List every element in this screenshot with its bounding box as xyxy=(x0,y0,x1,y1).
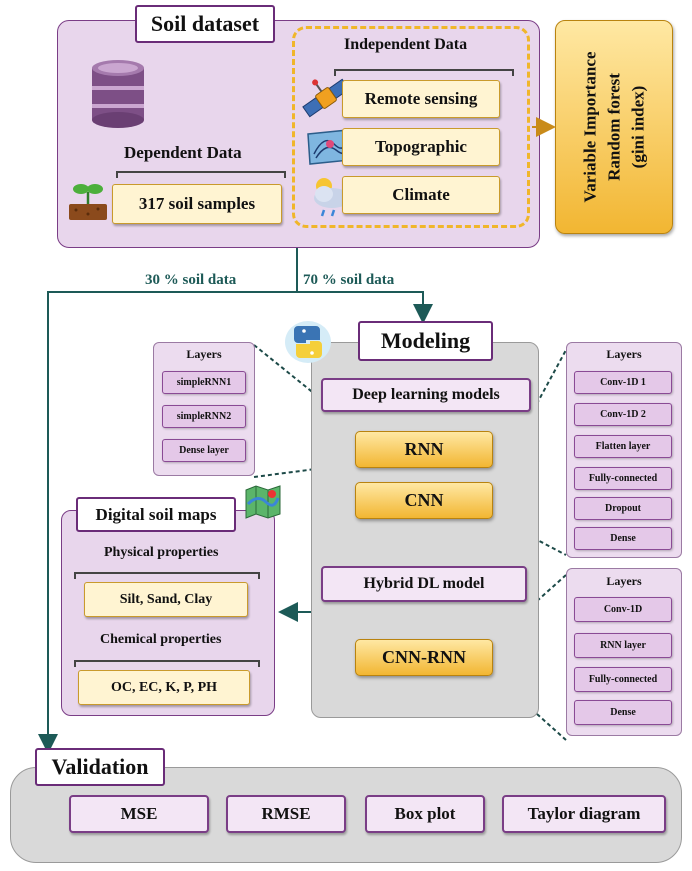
cnn-layer-item: Dropout xyxy=(574,497,672,520)
hybrid-layer-item: RNN layer xyxy=(574,633,672,658)
hybrid-layer-item: Fully-connected xyxy=(574,667,672,692)
cnn-layer-item: Conv-1D 1 xyxy=(574,371,672,394)
cnn-layer-item: Dense xyxy=(574,527,672,550)
validation-title: Validation xyxy=(35,748,165,786)
rnn-box: RNN xyxy=(355,431,493,468)
soil-dataset-title: Soil dataset xyxy=(135,5,275,43)
chemical-values-box: OC, EC, K, P, PH xyxy=(78,670,250,705)
soil-samples-box: 317 soil samples xyxy=(112,184,282,224)
split-label-30: 30 % soil data xyxy=(145,272,237,288)
validation-mse-box: MSE xyxy=(69,795,209,833)
dependent-data-label: Dependent Data xyxy=(124,143,242,162)
dependent-bracket xyxy=(116,171,286,178)
validation-taylor-box: Taylor diagram xyxy=(502,795,666,833)
independent-data-label: Independent Data xyxy=(344,36,468,53)
cnn-rnn-box: CNN-RNN xyxy=(355,639,493,676)
rnn-layer-item: simpleRNN2 xyxy=(162,405,246,428)
hybrid-layer-item: Conv-1D xyxy=(574,597,672,622)
database-icon xyxy=(88,58,148,130)
topographic-box: Topographic xyxy=(342,128,500,166)
deep-learning-label: Deep learning models xyxy=(321,378,531,412)
rnn-layers-header: Layers xyxy=(186,347,222,361)
digital-maps-title: Digital soil maps xyxy=(76,497,236,532)
python-logo-icon xyxy=(284,318,332,366)
variable-importance-box: Variable Importance Random forest (gini … xyxy=(555,20,673,234)
chemical-properties-label: Chemical properties xyxy=(100,632,222,647)
validation-boxplot-box: Box plot xyxy=(365,795,485,833)
chemical-bracket xyxy=(74,660,260,667)
independent-data-box xyxy=(292,26,530,228)
validation-rmse-box: RMSE xyxy=(226,795,346,833)
cnn-box: CNN xyxy=(355,482,493,519)
cnn-layers-header: Layers xyxy=(606,347,642,361)
hybrid-dl-label: Hybrid DL model xyxy=(321,566,527,602)
physical-properties-label: Physical properties xyxy=(104,545,219,560)
rnn-layer-item: simpleRNN1 xyxy=(162,371,246,394)
physical-values-box: Silt, Sand, Clay xyxy=(84,582,248,617)
hybrid-layers-header: Layers xyxy=(606,574,642,588)
cnn-layer-item: Flatten layer xyxy=(574,435,672,458)
hybrid-layer-item: Dense xyxy=(574,700,672,725)
physical-bracket xyxy=(74,572,260,579)
folded-map-icon xyxy=(244,484,282,520)
remote-sensing-box: Remote sensing xyxy=(342,80,500,118)
independent-bracket xyxy=(334,69,514,76)
cnn-layer-item: Conv-1D 2 xyxy=(574,403,672,426)
split-label-70: 70 % soil data xyxy=(303,272,395,288)
modeling-title: Modeling xyxy=(358,321,493,361)
rnn-layer-item: Dense layer xyxy=(162,439,246,462)
seedling-icon xyxy=(66,178,110,222)
cnn-layer-item: Fully-connected xyxy=(574,467,672,490)
weather-cloud-icon xyxy=(306,172,354,220)
climate-box: Climate xyxy=(342,176,500,214)
